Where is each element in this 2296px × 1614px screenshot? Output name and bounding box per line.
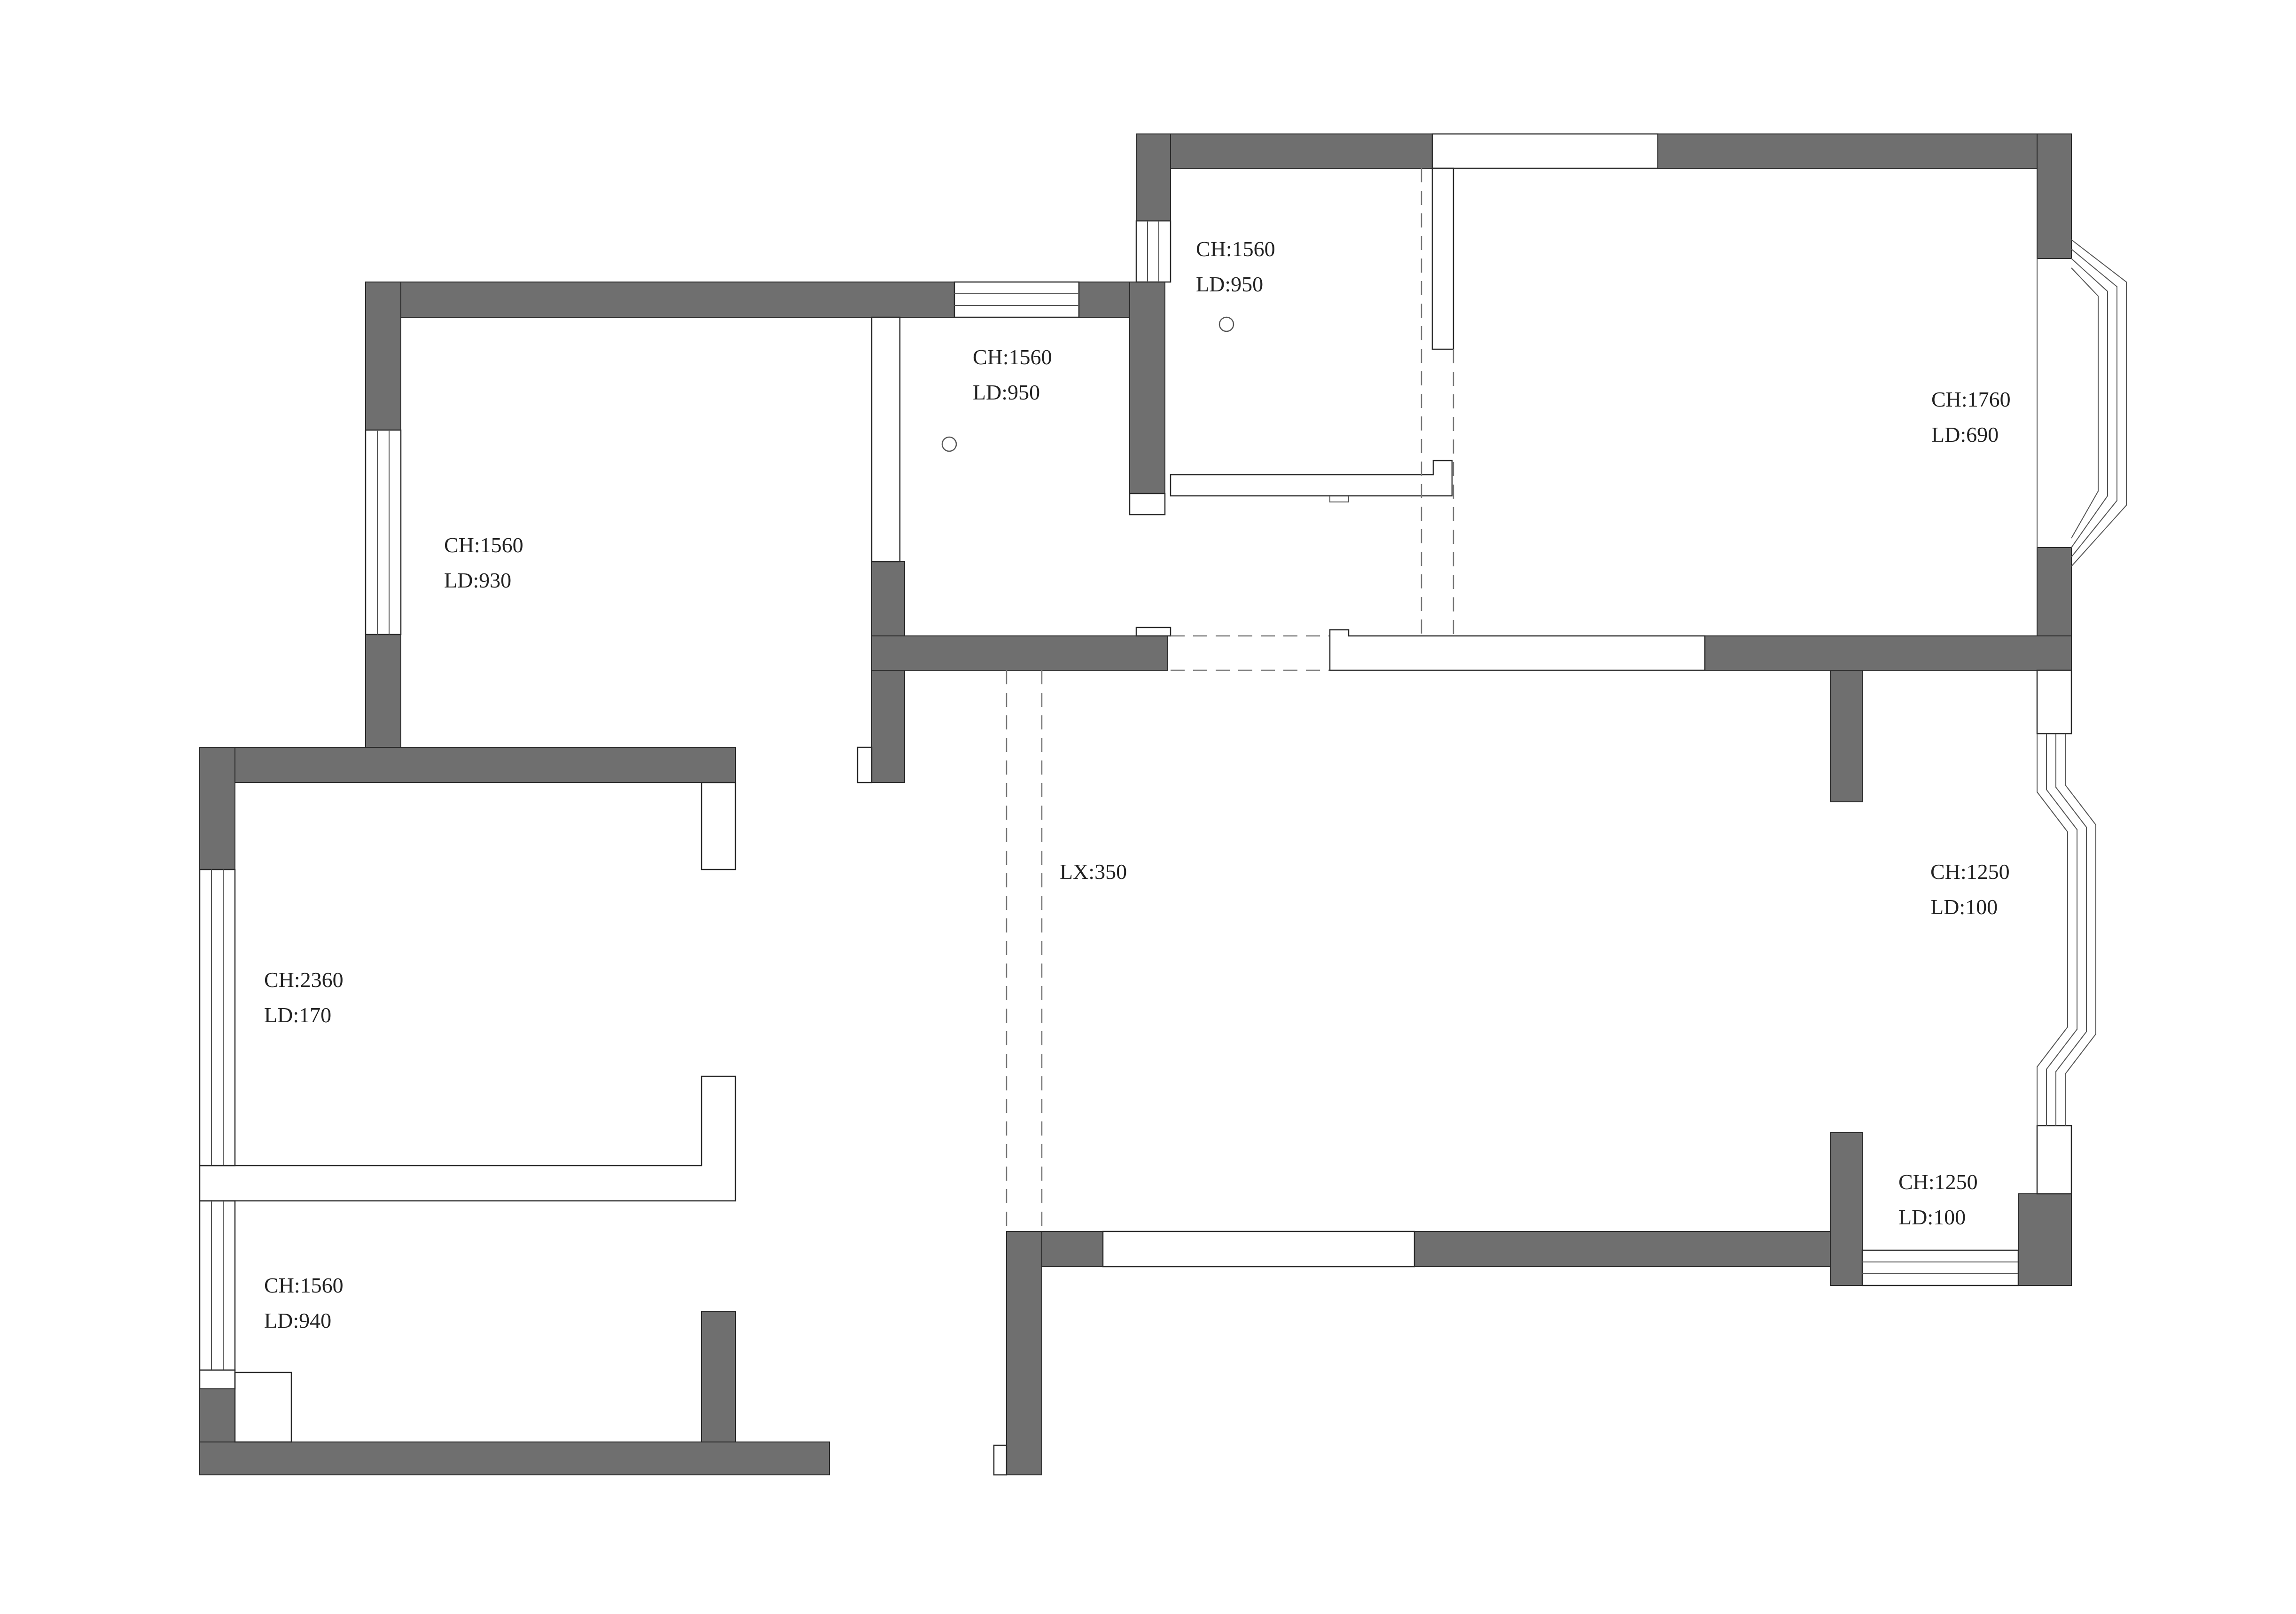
window-south xyxy=(1102,1230,1415,1268)
ceiling-height-label: CH:1250 xyxy=(1898,1170,1978,1194)
room-bedroom-ne-walls xyxy=(1657,133,2072,671)
counter-notch xyxy=(1329,496,1349,502)
wall xyxy=(365,634,401,752)
bay-window-ne xyxy=(2037,239,2127,567)
wall xyxy=(871,561,905,783)
partition-w-sw xyxy=(199,1075,736,1202)
door-stub xyxy=(1129,493,1166,516)
wall xyxy=(365,282,401,431)
level-label: LD:170 xyxy=(264,1003,331,1027)
level-label: LD:100 xyxy=(1930,895,1998,919)
room-bedroom-nw-walls xyxy=(365,282,1168,783)
living-walls xyxy=(1006,670,2072,1475)
ceiling-height-label: CH:1560 xyxy=(444,533,523,557)
window-sw xyxy=(199,1200,236,1371)
ceiling-height-label: CH:1560 xyxy=(1196,237,1275,261)
room-label-bath-north: CH:1560 LD:950 xyxy=(1196,237,1275,296)
window-nw-west xyxy=(365,429,402,635)
drain-icon xyxy=(1218,316,1234,332)
ceiling-height-label: CH:1760 xyxy=(1931,387,2011,411)
room-bath-north-walls xyxy=(1136,133,1433,221)
wall xyxy=(365,282,955,318)
room-label-bedroom-nw: CH:1560 LD:930 xyxy=(444,533,523,592)
door-stub xyxy=(993,1444,1007,1476)
shaft-box xyxy=(234,1371,292,1443)
bay-window-east xyxy=(2037,734,2096,1126)
level-label: LD:100 xyxy=(1898,1205,1966,1229)
room-label-sw: CH:1560 LD:940 xyxy=(264,1273,344,1332)
ceiling-height-label: CH:1560 xyxy=(264,1273,344,1297)
drain-icon xyxy=(941,436,957,452)
window-w xyxy=(199,869,236,1167)
level-label: LD:950 xyxy=(973,380,1040,404)
level-label: LD:940 xyxy=(264,1308,331,1332)
room-label-balcony-se: CH:1250 LD:100 xyxy=(1898,1170,1978,1229)
wall xyxy=(871,635,1168,671)
door-stub xyxy=(2036,669,2072,735)
window-bath-north xyxy=(953,281,1080,318)
level-label: LD:950 xyxy=(1196,272,1263,296)
door-opening-ne xyxy=(1329,629,1706,671)
door-stub xyxy=(2036,1125,2072,1195)
counter-outline xyxy=(1170,460,1453,497)
room-bath-center-walls xyxy=(1129,282,1165,494)
door-stub xyxy=(199,1369,236,1390)
partition-north xyxy=(1431,167,1454,350)
room-label-bedroom-w: CH:2360 LD:170 xyxy=(264,968,344,1027)
door-opening-north xyxy=(1431,133,1659,169)
room-sw-walls xyxy=(199,1311,830,1475)
room-label-bath-center: CH:1560 LD:950 xyxy=(973,345,1052,404)
window-bath-north-west xyxy=(1135,220,1171,283)
room-bedroom-w-walls xyxy=(199,747,736,870)
room-label-living-east: CH:1250 LD:100 xyxy=(1930,860,2010,919)
ceiling-height-label: CH:1560 xyxy=(973,345,1052,369)
partition-nw xyxy=(871,316,901,563)
living-label: LX:350 xyxy=(1060,860,1127,884)
door-stub xyxy=(857,746,873,783)
window-balcony-se xyxy=(1861,1249,2019,1286)
ceiling-height-label: CH:1250 xyxy=(1930,860,2010,884)
ceiling-height-label: CH:2360 xyxy=(264,968,344,992)
door-stub xyxy=(701,782,736,870)
level-label: LD:690 xyxy=(1931,423,1999,447)
door-stub xyxy=(1135,627,1171,637)
level-label: LD:930 xyxy=(444,568,511,592)
room-label-bedroom-ne: CH:1760 LD:690 xyxy=(1931,387,2011,447)
